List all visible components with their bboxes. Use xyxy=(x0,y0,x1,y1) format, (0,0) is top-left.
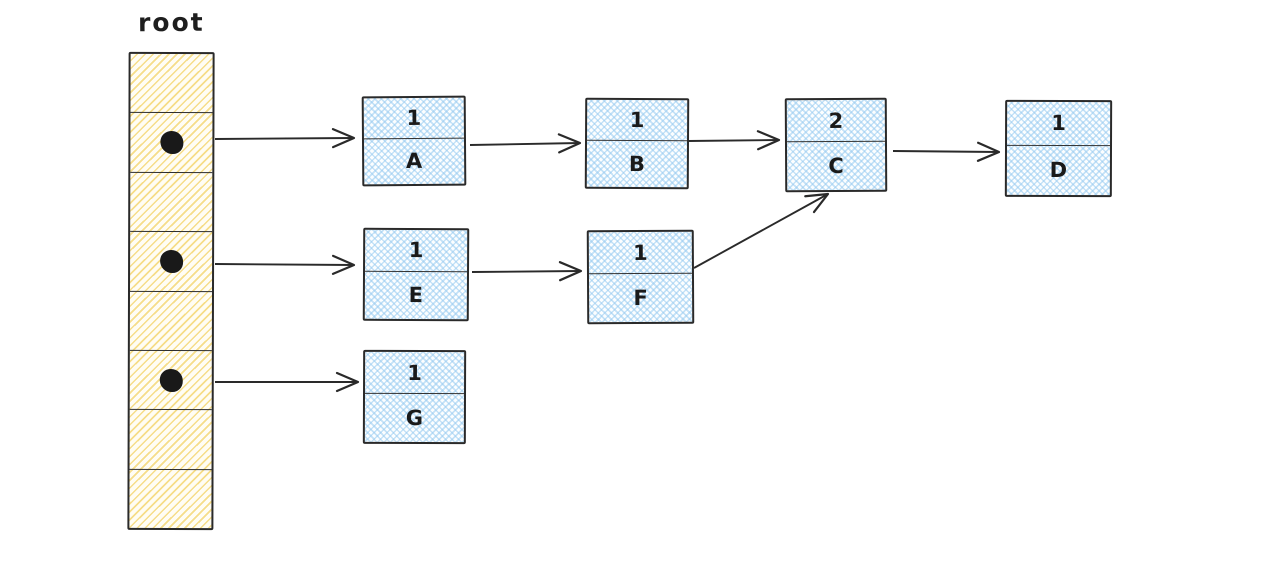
edge-A-to-B xyxy=(469,133,582,154)
root-array-cell-2 xyxy=(130,172,213,233)
root-array-cell-7 xyxy=(129,470,211,529)
list-node-F: 1 F xyxy=(586,229,695,325)
root-array-cell-0 xyxy=(130,53,213,114)
node-label: G xyxy=(405,406,424,431)
node-label: E xyxy=(408,283,424,308)
edge-root3-to-E xyxy=(214,254,356,275)
pointer-dot xyxy=(159,368,183,392)
pointer-dot xyxy=(159,131,183,155)
node-label: F xyxy=(633,286,648,311)
root-array-cell-5 xyxy=(129,350,212,411)
root-array-cell-4 xyxy=(129,291,212,351)
node-label: D xyxy=(1049,158,1068,183)
node-count: 2 xyxy=(786,99,885,143)
edge-root1-to-A xyxy=(214,128,356,149)
root-array-cell-6 xyxy=(129,410,212,470)
list-node-C: 2 C xyxy=(784,97,888,193)
list-node-A: 1 A xyxy=(361,95,467,187)
edge-F-to-C xyxy=(693,192,830,269)
node-count: 1 xyxy=(588,231,692,275)
node-count: 1 xyxy=(363,97,464,139)
root-array xyxy=(127,51,215,531)
edge-E-to-F xyxy=(471,261,583,282)
edge-B-to-C xyxy=(687,130,781,151)
node-count: 1 xyxy=(365,229,468,273)
list-node-E: 1 E xyxy=(362,227,470,322)
root-array-cell-1 xyxy=(130,113,213,173)
node-count: 1 xyxy=(365,351,465,395)
root-array-cell-3 xyxy=(129,232,213,292)
node-label: A xyxy=(405,149,423,174)
edge-C-to-D xyxy=(892,141,1001,162)
list-node-D: 1 D xyxy=(1004,99,1113,198)
pointer-dot xyxy=(159,249,183,273)
node-count: 1 xyxy=(587,99,688,142)
node-label: B xyxy=(628,151,645,177)
node-count: 1 xyxy=(1007,101,1111,146)
list-node-G: 1 G xyxy=(362,349,467,445)
list-node-B: 1 B xyxy=(584,97,690,190)
node-label: C xyxy=(828,154,844,179)
root-array-label: root xyxy=(137,7,205,38)
